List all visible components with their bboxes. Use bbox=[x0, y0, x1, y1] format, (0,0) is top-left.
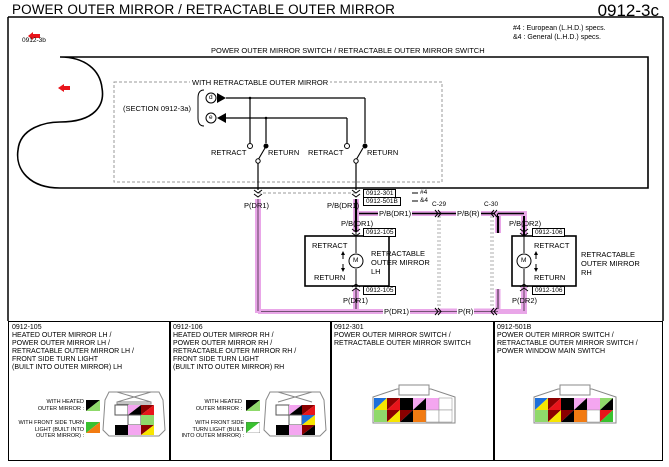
panel-title: POWER OUTER MIRROR SWITCH / RETRACTABLE … bbox=[334, 332, 471, 347]
legend-turn-light: WITH FRONT SIDE TURN LIGHT (BUILT INTO O… bbox=[18, 420, 85, 439]
connector-chevron bbox=[434, 209, 498, 316]
connector-face-301 bbox=[372, 384, 456, 424]
wire-swatch-b-lg bbox=[86, 400, 100, 411]
panel-code: 0912-301 bbox=[334, 324, 364, 331]
motor-rh-return: RETURN bbox=[534, 273, 566, 282]
motor-rh bbox=[516, 253, 532, 269]
motor-lh-name: RETRACTABLE OUTER MIRROR LH bbox=[371, 249, 430, 276]
spec-mark: #4 bbox=[420, 189, 428, 196]
page-code: 0912-3c bbox=[597, 1, 659, 20]
connector-face-105 bbox=[102, 391, 166, 437]
arrow-left-icon bbox=[58, 84, 70, 92]
connector-panel-301: 0912-301 POWER OUTER MIRROR SWITCH / RET… bbox=[330, 321, 495, 461]
connector-panel-105: 0912-105 HEATED OUTER MIRROR LH / POWER … bbox=[8, 321, 171, 461]
wire-swatch-g-w bbox=[246, 422, 260, 433]
panel-title: POWER OUTER MIRROR SWITCH / RETRACTABLE … bbox=[497, 332, 638, 355]
connector-face-501b bbox=[533, 384, 617, 424]
connector-tag-106[interactable]: 0912-106 bbox=[532, 228, 566, 237]
wiring-diagram bbox=[7, 16, 664, 321]
contact-closed bbox=[263, 143, 269, 149]
page-title: POWER OUTER MIRROR / RETRACTABLE OUTER M… bbox=[12, 2, 396, 17]
arrow-down-icon bbox=[534, 268, 538, 272]
connector-panel-501b: 0912-501B POWER OUTER MIRROR SWITCH / RE… bbox=[493, 321, 663, 461]
retract-box-title: WITH RETRACTABLE OUTER MIRROR bbox=[190, 78, 331, 87]
switch-title: POWER OUTER MIRROR SWITCH / RETRACTABLE … bbox=[211, 46, 485, 55]
legend-turn-light: WITH FRONT SIDE TURN LIGHT (BUILT INTO O… bbox=[181, 420, 244, 439]
arrow-up-icon bbox=[534, 251, 538, 255]
connector-tag-501b[interactable]: 0912-501B bbox=[363, 197, 401, 206]
section-bracket bbox=[197, 89, 205, 127]
back-ref-link[interactable] bbox=[28, 27, 42, 45]
panel-title: HEATED OUTER MIRROR RH / POWER OUTER MIR… bbox=[173, 332, 297, 371]
wire-label: P/B(DR1) bbox=[327, 201, 360, 210]
connector-glyph bbox=[351, 228, 529, 292]
connector-tag-106[interactable]: 0912-106 bbox=[532, 286, 566, 295]
connector-tag-105[interactable]: 0912-105 bbox=[363, 286, 397, 295]
contact-open bbox=[344, 143, 350, 149]
arrow-up-icon bbox=[341, 251, 345, 255]
motor-lh-symbol: M bbox=[353, 257, 359, 264]
arrow-right-icon bbox=[217, 93, 226, 103]
switch-body-outline bbox=[16, 56, 649, 189]
spec-notes: #4 : European (L.H.D.) specs. &4 : Gener… bbox=[513, 24, 606, 42]
wire-label: P/B(DR1) bbox=[341, 219, 374, 228]
retract-label-lh: RETRACT bbox=[211, 148, 247, 157]
motor-lh bbox=[348, 253, 364, 269]
motor-lh-retract: RETRACT bbox=[312, 241, 348, 250]
wire-label: P/B(DR1) bbox=[378, 209, 413, 218]
panel-code: 0912-501B bbox=[497, 324, 532, 331]
wire-label: P(DR1) bbox=[244, 201, 270, 210]
connector-face-106 bbox=[263, 391, 327, 437]
wire-label: P(DR1) bbox=[343, 296, 369, 305]
connector-tag-105[interactable]: 0912-105 bbox=[363, 228, 397, 237]
arrow-down-icon bbox=[341, 268, 345, 272]
wire-label: P(DR1) bbox=[383, 307, 411, 316]
wire-swatch-b-lg bbox=[246, 400, 260, 411]
spec-mark: &4 bbox=[420, 197, 428, 204]
note-general: &4 : General (L.H.D.) specs. bbox=[513, 34, 601, 41]
back-ref-label[interactable]: 0912-3b bbox=[22, 37, 46, 44]
panel-code: 0912-106 bbox=[173, 324, 203, 331]
wire-label: P/B(R) bbox=[456, 209, 481, 218]
switch-lever-rh bbox=[355, 147, 364, 161]
return-label-lh: RETURN bbox=[268, 148, 300, 157]
connector-glyph bbox=[253, 189, 361, 198]
wire-label: P(R) bbox=[457, 307, 475, 316]
retract-box bbox=[113, 81, 443, 183]
motor-lh-box bbox=[304, 235, 390, 287]
motor-rh-name: RETRACTABLE OUTER MIRROR RH bbox=[581, 250, 640, 277]
contact-closed bbox=[362, 143, 368, 149]
retract-label-rh: RETRACT bbox=[308, 148, 344, 157]
wire-label: P/B(DR2) bbox=[509, 219, 542, 228]
terminal-d bbox=[205, 92, 217, 104]
joint-c30: C-30 bbox=[484, 201, 499, 208]
terminal-d-label: d bbox=[209, 94, 213, 101]
arrow-left-icon bbox=[28, 32, 40, 40]
motor-lh-return: RETURN bbox=[314, 273, 346, 282]
panel-title: HEATED OUTER MIRROR LH / POWER OUTER MIR… bbox=[12, 332, 134, 371]
motor-rh-symbol: M bbox=[521, 257, 527, 264]
wire-swatch-g-o bbox=[86, 422, 100, 433]
terminal-e-label: e bbox=[209, 114, 213, 121]
motor-rh-retract: RETRACT bbox=[534, 241, 570, 250]
terminal-e bbox=[205, 112, 217, 124]
switch-lever-lh bbox=[257, 147, 266, 161]
joint-c29: C-29 bbox=[432, 201, 447, 208]
legend-heated: WITH HEATED OUTER MIRROR : bbox=[195, 399, 242, 412]
legend-heated: WITH HEATED OUTER MIRROR : bbox=[37, 399, 84, 412]
note-european: #4 : European (L.H.D.) specs. bbox=[513, 25, 606, 32]
panel-code: 0912-105 bbox=[12, 324, 42, 331]
contact-open bbox=[247, 143, 253, 149]
section-ref[interactable]: (SECTION 0912-3a) bbox=[123, 104, 191, 113]
return-label-rh: RETURN bbox=[367, 148, 399, 157]
arrow-left-icon bbox=[217, 113, 226, 123]
connector-panel-106: 0912-106 HEATED OUTER MIRROR RH / POWER … bbox=[169, 321, 332, 461]
wire-label: P(DR2) bbox=[512, 296, 538, 305]
